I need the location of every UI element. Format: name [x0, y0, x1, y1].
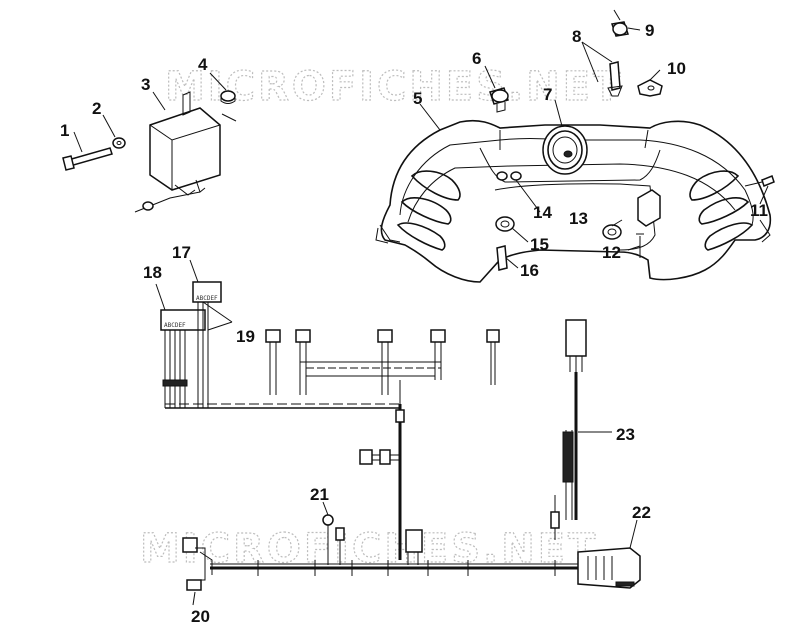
callout-22: 22 — [632, 503, 651, 522]
washer-part-2 — [112, 137, 126, 149]
callout-15: 15 — [530, 235, 549, 254]
callout-4: 4 — [198, 55, 208, 74]
grommet-part-15 — [495, 216, 515, 232]
connector-17-pins: ABCDEF — [196, 295, 218, 302]
callout-8: 8 — [572, 27, 581, 46]
callout-12: 12 — [602, 243, 621, 262]
callout-6: 6 — [472, 49, 481, 68]
connector-18-pins: ABCDEF — [164, 322, 186, 329]
module-box-part-3 — [134, 91, 221, 213]
pin-part-12 — [636, 233, 644, 258]
callout-13: 13 — [569, 209, 588, 228]
callout-10: 10 — [667, 59, 686, 78]
indicator-part-14 — [496, 171, 522, 181]
headlight-pod-part-5 — [375, 119, 772, 283]
bulb-part-9 — [611, 9, 629, 37]
callout-1: 1 — [60, 121, 69, 140]
callout-16: 16 — [520, 261, 539, 280]
callout-7: 7 — [543, 85, 552, 104]
callout-2: 2 — [92, 99, 101, 118]
callout-20: 20 — [191, 607, 210, 626]
screw-part-11 — [744, 175, 775, 187]
callout-21: 21 — [310, 485, 329, 504]
callout-9: 9 — [645, 21, 654, 40]
callout-14: 14 — [533, 203, 552, 222]
bolt-part-1 — [62, 147, 113, 171]
clip-part-10 — [637, 79, 663, 97]
gauge-part-7 — [542, 125, 588, 175]
wiring-harness: ABCDEF ABCDEF — [160, 281, 641, 591]
bulb-holder-part-16 — [496, 245, 508, 271]
callout-23: 23 — [616, 425, 635, 444]
callout-18: 18 — [143, 263, 162, 282]
nut-part-13 — [602, 224, 622, 240]
branch-connectors — [265, 329, 500, 395]
callout-5: 5 — [413, 89, 422, 108]
socket-part-8 — [607, 61, 623, 97]
callout-11: 11 — [750, 201, 768, 220]
watermark-top: MICROFICHES.NET — [165, 64, 623, 110]
callout-19: 19 — [236, 327, 255, 346]
callout-17: 17 — [172, 243, 191, 262]
nut-part-4 — [220, 90, 237, 122]
callout-3: 3 — [141, 75, 150, 94]
knob-part-6 — [489, 87, 509, 113]
watermark-bottom: MICROFICHES.NET — [140, 526, 598, 572]
